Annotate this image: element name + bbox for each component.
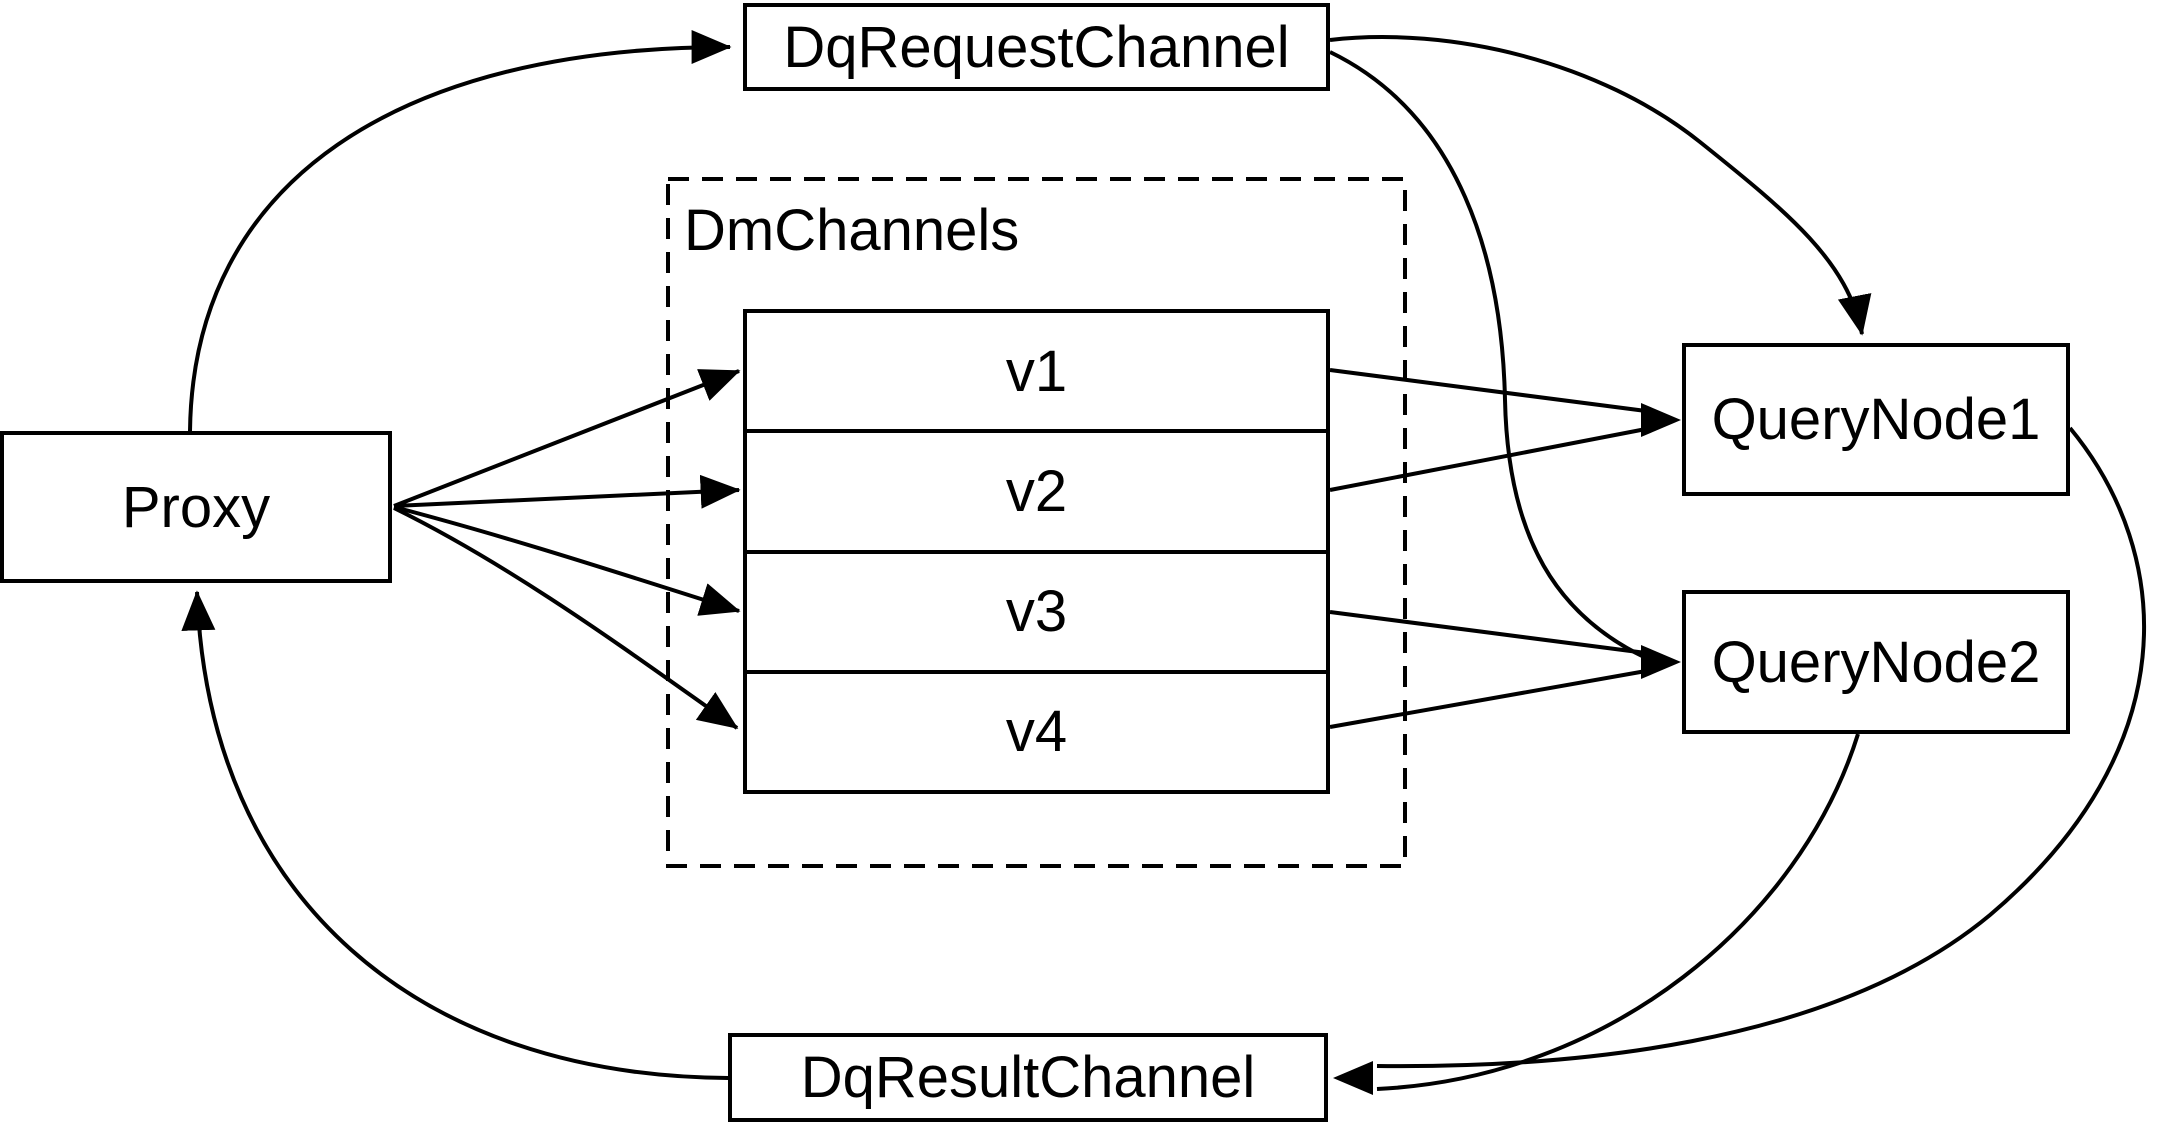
dq-result-channel-node: DqResultChannel (728, 1033, 1328, 1122)
edge-proxy-to-dqrequestchannel (188, 30, 732, 432)
edge-proxy-to-v1 (393, 369, 741, 508)
query-node-2: QueryNode2 (1682, 590, 2070, 734)
edge-proxy-to-v2 (393, 474, 741, 509)
channel-v3-label: v3 (1005, 579, 1068, 645)
dq-request-channel-node: DqRequestChannel (743, 3, 1330, 91)
query-node-1: QueryNode1 (1682, 343, 2070, 496)
edge-querynode1-to-dqresultchannel (1376, 426, 2147, 1069)
query-node-1-label: QueryNode1 (1711, 387, 2041, 452)
dm-channel-stack: v1 v2 v3 v4 (743, 309, 1330, 794)
channel-v1-label: v1 (1005, 338, 1068, 404)
edge-querynode2-to-dqresultchannel (1376, 733, 1860, 1091)
edge-v3-to-querynode2 (1329, 610, 1647, 655)
edge-proxy-to-v3 (393, 505, 741, 616)
dq-result-channel-label: DqResultChannel (800, 1045, 1256, 1110)
edge-dqresultchannel-to-proxy (181, 590, 729, 1080)
edge-dqrequestchannel-to-querynode2 (1329, 50, 1647, 660)
channel-row-v1: v1 (747, 313, 1326, 429)
dm-channels-group-label: DmChannels (684, 198, 1020, 263)
channel-row-v2: v2 (747, 429, 1326, 549)
channel-row-v3: v3 (747, 549, 1326, 670)
proxy-node: Proxy (0, 431, 392, 583)
edge-v1-to-querynode1 (1329, 368, 1647, 413)
arrowhead-querynode2-left (1641, 645, 1681, 679)
arrowhead-querynode1-left (1641, 403, 1681, 437)
channel-v4-label: v4 (1005, 699, 1068, 765)
dq-request-channel-label: DqRequestChannel (783, 14, 1290, 80)
dm-channels-group: DmChannels (666, 177, 1407, 868)
edge-v4-to-querynode2 (1329, 669, 1647, 729)
proxy-node-label: Proxy (121, 474, 271, 540)
channel-v2-label: v2 (1005, 458, 1068, 524)
arrowhead-dqresultchannel-right (1333, 1061, 1373, 1095)
edge-v2-to-querynode1 (1329, 427, 1647, 492)
edge-dqrequestchannel-to-querynode1 (1329, 35, 1872, 336)
query-node-2-label: QueryNode2 (1711, 629, 2041, 695)
edge-proxy-to-v4 (393, 506, 739, 730)
channel-row-v4: v4 (747, 669, 1326, 790)
